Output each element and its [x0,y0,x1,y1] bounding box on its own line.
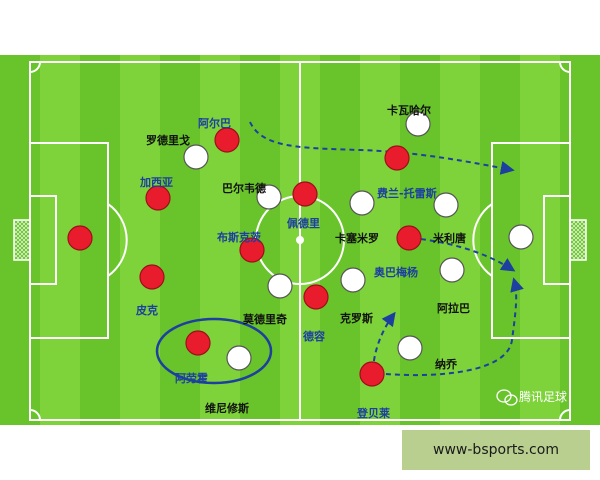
player-name-label: 罗德里戈 [146,133,190,147]
corner-arc-bottom-right [559,409,571,421]
left-goal-net [13,219,31,261]
player-name-label: 米利唐 [432,231,466,245]
player-name-label: 登贝莱 [356,406,390,420]
movement-arrows [249,121,524,377]
player-marker-white [340,267,366,293]
wechat-icon [496,389,518,406]
player-name-label: 佩德里 [287,216,320,230]
run-arrow-ferran [249,121,515,175]
player-name-label: 奥巴梅杨 [373,265,418,279]
player-marker-white [256,184,282,210]
player-marker-white [267,273,293,299]
grass-stripe [160,55,200,425]
player-marker-white [405,111,431,137]
player-marker-red [292,181,318,207]
corner-arc-bottom-left [29,409,41,421]
corner-arc-top-left [29,61,41,73]
player-name-label: 布斯克茨 [217,230,261,244]
player-marker-red [185,330,211,356]
player-name-label: 卡瓦哈尔 [387,103,431,117]
run-arrow-dembele-wide [385,277,524,377]
run-arrow-dembele-cut [372,311,396,371]
left-penalty-arc [107,203,128,277]
player-name-label: 卡塞米罗 [335,231,379,245]
player-name-label: 德容 [302,329,325,343]
center-spot [296,236,304,244]
player-name-label: 巴尔韦德 [222,181,266,195]
player-marker-white [433,192,459,218]
player-marker-white [397,335,423,361]
player-marker-white [439,257,465,283]
player-name-label: 费兰-托雷斯 [377,186,437,200]
player-marker-red [139,264,165,290]
goalkeeper-marker-red [67,225,93,251]
player-name-label: 阿尔巴 [198,116,231,130]
player-marker-red [214,127,240,153]
tencent-football-watermark: 腾讯足球 [496,389,567,406]
player-name-label: 克罗斯 [340,311,373,325]
right-penalty-arc [472,203,493,277]
player-marker-red [145,185,171,211]
player-marker-white [183,144,209,170]
watermark-label: 腾讯足球 [519,389,567,404]
grass-stripe [320,55,360,425]
right-goal-net [569,219,587,261]
player-marker-white [349,190,375,216]
goalkeeper-marker-white [508,224,534,250]
player-name-label: 阿劳霍 [175,371,208,385]
player-marker-red [359,361,385,387]
highlight-oval [155,317,273,385]
player-name-label: 维尼修斯 [205,401,249,415]
player-name-label: 加西亚 [139,175,173,189]
player-name-label: 莫德里奇 [242,312,287,326]
player-marker-red [239,237,265,263]
site-banner: www-bsports.com [402,430,590,470]
corner-arc-top-right [559,61,571,73]
player-name-label: 皮克 [135,303,158,317]
run-arrow-aubameyang [411,237,516,272]
player-name-label: 阿拉巴 [437,301,470,315]
player-marker-white [226,345,252,371]
player-name-label: 纳乔 [435,357,458,371]
player-marker-red [384,145,410,171]
player-marker-red [396,225,422,251]
player-marker-red [303,284,329,310]
